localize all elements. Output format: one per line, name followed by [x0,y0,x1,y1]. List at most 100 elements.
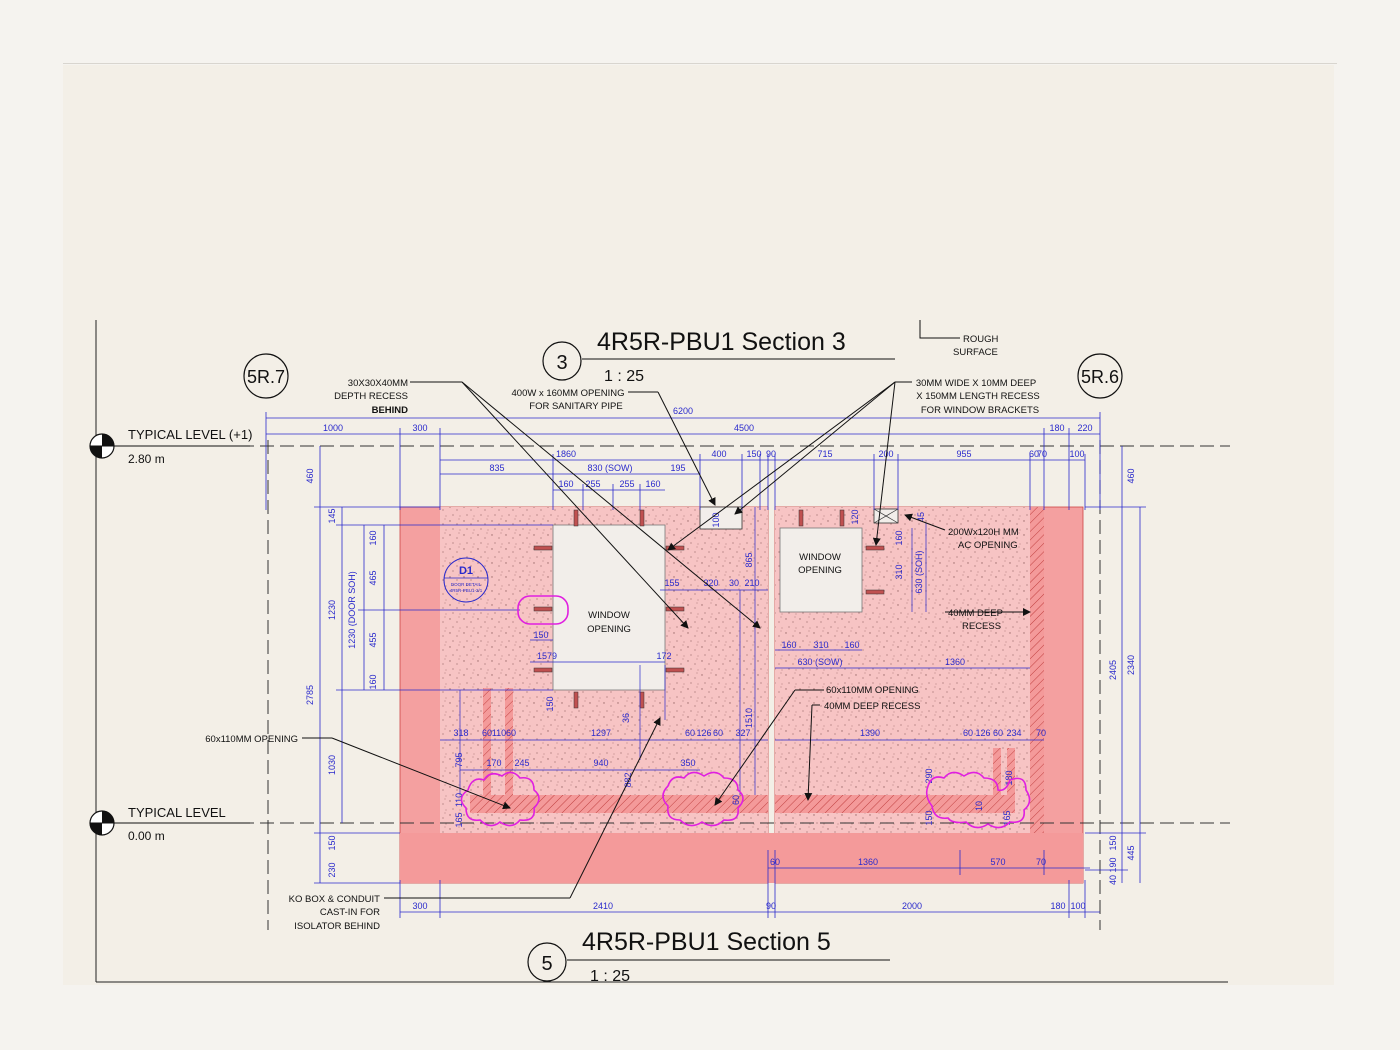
dim-left-5: 455 [368,632,378,647]
dim-inner-16: 170 [486,758,501,768]
dim-left-3: 160 [368,530,378,545]
dim-inner-21: 165 [454,812,464,827]
dim-inner-34: 120 [850,509,860,524]
dim-inner-6: 1297 [591,728,611,738]
dim-b1-2: 2410 [593,901,613,911]
grid-label-left: 5R.7 [247,367,285,387]
dim-inner-29: 160 [781,640,796,650]
dim-r2-10: 100 [1069,449,1084,459]
dim-inner-4: 150 [545,696,555,711]
dim-inner-37: 310 [894,564,904,579]
dim-inner-23: 155 [664,578,679,588]
note-sanitary-line1: 400W x 160MM OPENING [512,388,625,399]
dim-inner-49: 70 [1036,728,1046,738]
dim-inner-32: 630 (SOW) [797,657,842,667]
dim-inner-10: 327 [735,728,750,738]
note-window-brackets-line2: X 150MM LENGTH RECESS [916,391,1040,402]
section-3-scale: 1 : 25 [604,368,644,385]
revision-clouds [460,595,1031,829]
dim-r4-1: 160 [558,479,573,489]
dim-inner-43: 234 [1006,728,1021,738]
dim-left-10: 1030 [327,755,337,775]
dim-right-7: 40 [1108,875,1118,885]
slide-separator-line [63,63,1337,64]
dim-inner-5: 36 [621,713,631,723]
dim-top-2: 300 [412,423,427,433]
dim-left-2: 145 [327,508,337,523]
dim-r3-3: 195 [670,463,685,473]
dim-b1-4: 2000 [902,901,922,911]
note-depth-recess-line2: DEPTH RECESS [334,391,408,402]
note-rough-line2: SURFACE [953,347,998,358]
leader-lines [302,381,1031,899]
dim-right-4: 150 [1108,835,1118,850]
dim-inner-8: 126 [696,728,711,738]
note-deep-recess-line2: RECESS [962,621,1001,632]
dim-r2-9: 70 [1037,449,1047,459]
level-lines [240,440,1230,930]
dim-inner-13: 110 [492,728,506,738]
dim-right-3: 2340 [1126,655,1136,675]
level-bottom-value: 0.00 m [128,829,165,843]
dim-r2-2: 400 [711,449,726,459]
note-ac-opening-line2: AC OPENING [958,540,1018,551]
dim-left-6: 160 [368,674,378,689]
note-depth-recess-line1: 30X30X40MM [348,378,408,389]
dim-left-1: 460 [305,468,315,483]
dim-inner-47: 180 [1004,770,1014,785]
section-5-title: 4R5R-PBU1 Section 5 [582,928,831,956]
dim-inner-41: 126 [975,728,990,738]
grid-bubble-left [243,353,289,399]
dim-inner-22: 110 [454,793,464,807]
grid-bubble-right [1077,353,1123,399]
section-3-number: 3 [556,352,567,374]
note-ko-box-line1: KO BOX & CONDUIT [289,894,381,905]
dim-top-5: 220 [1077,423,1092,433]
dim-r2-7: 955 [956,449,971,459]
dim-left-8: 1230 (DOOR SOH) [347,571,357,649]
drawing-sheet: WINDOW OPENING WINDOW OPENING TYPICAL LE… [63,65,1334,985]
dim-inner-48: 10 [974,801,984,811]
dim-r2-3: 150 [746,449,761,459]
dim-inner-31: 160 [844,640,859,650]
rough-surface-leader [919,320,960,339]
dim-r2-1: 1860 [556,449,576,459]
window-opening-left-line1: WINDOW [588,610,630,621]
dim-inner-40: 60 [963,728,973,738]
dim-b1-5: 180 [1050,901,1065,911]
dim-right-1: 460 [1126,468,1136,483]
dim-left-12: 230 [327,862,337,877]
note-deep-recess-line1: 40MM DEEP [948,608,1003,619]
section-3-title: 4R5R-PBU1 Section 3 [597,328,846,356]
note-opening-60x110-left: 60x110MM OPENING [205,734,298,745]
dim-overall: 6200 [673,406,693,416]
dim-top-1: 1000 [323,423,343,433]
dim-top-3: 4500 [734,423,754,433]
dimension-lines-right [1085,446,1146,883]
level-top-value: 2.80 m [128,452,165,466]
dim-r2-4: 90 [766,449,776,459]
dim-r3-1: 835 [489,463,504,473]
dim-inner-26: 210 [744,578,759,588]
note-window-brackets-line3: FOR WINDOW BRACKETS [921,405,1039,416]
dim-inner-14: 60 [506,728,516,738]
dim-r2-8: 60 [1029,449,1039,459]
door-tag-line2: 4R5R-PBU1-2/1 [450,588,483,593]
dim-inner-35: 45 [916,512,926,522]
dim-inner-44: 290 [924,768,934,783]
note-deep-recess-40: 40MM DEEP RECESS [824,701,920,712]
dimension-lines-top [265,412,1101,510]
dim-inner-18: 940 [593,758,608,768]
section-5-number: 5 [541,953,552,975]
dim-inner-42: 60 [993,728,1003,738]
dim-inner-50: 100 [711,512,721,527]
window-opening-right-line2: OPENING [798,565,842,576]
dim-r2-6: 200 [878,449,893,459]
section-5-scale: 1 : 25 [590,968,630,985]
note-depth-recess-line3: BEHIND [372,405,409,416]
dim-r4-2: 255 [585,479,600,489]
dim-b2-2: 1360 [858,857,878,867]
dim-top-4: 180 [1049,423,1064,433]
level-marker-bottom [89,810,250,836]
dim-inner-51: 60 [731,795,741,805]
